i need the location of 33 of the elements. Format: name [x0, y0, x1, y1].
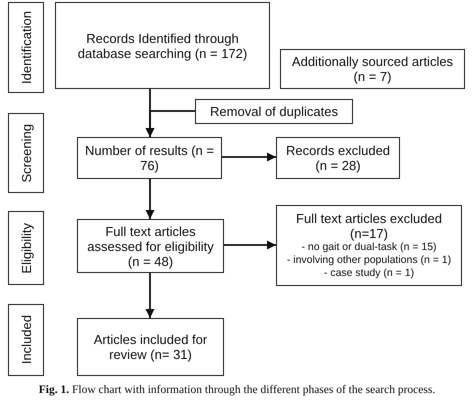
- phase-label-box: [8, 2, 44, 93]
- process-box: [77, 318, 224, 376]
- exclusion-reason: - no gait or dual-task (n = 15): [301, 241, 437, 254]
- figure-caption: Fig. 1. Flow chart with information through the different phases of the search process.: [38, 384, 436, 396]
- arrow: [222, 152, 276, 162]
- phase-label: Eligibility: [18, 222, 34, 274]
- phase-label-box: [8, 304, 44, 376]
- arrow: [146, 179, 154, 219]
- process-box: [280, 49, 465, 89]
- phase-label: Identification: [18, 11, 34, 84]
- box-text: Articles included for review (n= 31): [92, 332, 208, 362]
- box-text: Additionally sourced articles (n = 7): [290, 54, 454, 84]
- exclusion-reason: - case study (n = 1): [324, 267, 414, 280]
- arrow: [146, 273, 154, 318]
- process-box: [77, 137, 222, 179]
- box-text: Number of results (n = 76): [85, 143, 214, 173]
- process-box: [195, 99, 353, 124]
- phase-label-box: [8, 211, 44, 285]
- box-text: Full text articles assessed for eligibility (n = 48): [86, 224, 215, 268]
- box-text: Removal of duplicates: [210, 104, 338, 119]
- box-text: Full text articles excluded (n=17): [295, 211, 443, 241]
- phase-label: Screening: [18, 124, 34, 182]
- exclusion-reason: - involving other populations (n = 1): [286, 254, 452, 267]
- arrow: [146, 110, 195, 137]
- box-text: Records excluded (n = 28): [284, 143, 392, 173]
- box-text: Records Identified through database searching (n = 172): [76, 30, 248, 60]
- process-box: [276, 137, 400, 179]
- process-box: [55, 2, 270, 89]
- arrow: [224, 240, 276, 250]
- process-box: [77, 219, 224, 273]
- phase-label-box: [8, 113, 44, 193]
- phase-label: Included: [18, 315, 34, 365]
- process-box: [276, 205, 462, 286]
